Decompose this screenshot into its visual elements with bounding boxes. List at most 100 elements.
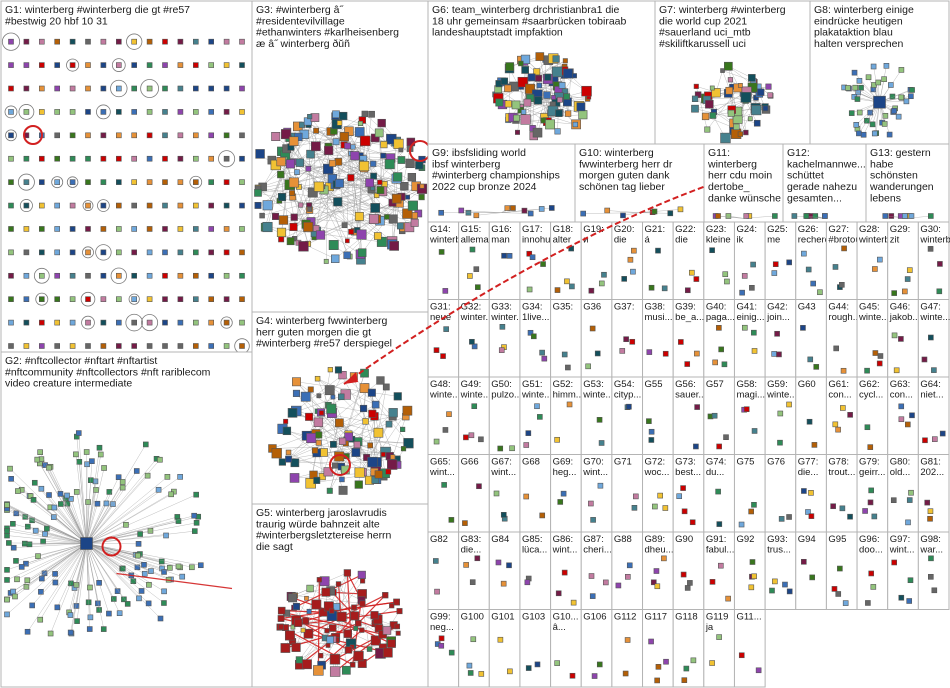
- network-node[interactable]: [744, 214, 749, 219]
- network-node[interactable]: [682, 509, 687, 514]
- network-node[interactable]: [400, 427, 405, 432]
- network-node[interactable]: [70, 63, 75, 68]
- network-node[interactable]: [363, 419, 369, 425]
- network-node[interactable]: [39, 344, 44, 349]
- network-node[interactable]: [53, 571, 58, 576]
- network-node[interactable]: [86, 297, 91, 302]
- network-node[interactable]: [749, 509, 754, 514]
- network-node[interactable]: [801, 559, 806, 564]
- network-node[interactable]: [925, 500, 930, 505]
- network-node[interactable]: [209, 226, 214, 231]
- network-node[interactable]: [898, 336, 903, 341]
- network-node[interactable]: [369, 214, 378, 223]
- network-node[interactable]: [209, 344, 214, 349]
- network-node[interactable]: [86, 86, 91, 91]
- network-node[interactable]: [724, 279, 729, 284]
- network-node[interactable]: [350, 662, 355, 667]
- network-node[interactable]: [193, 39, 198, 44]
- network-node[interactable]: [530, 255, 535, 260]
- network-node[interactable]: [101, 273, 106, 278]
- network-node[interactable]: [525, 580, 530, 585]
- network-node[interactable]: [833, 422, 838, 427]
- network-node[interactable]: [55, 86, 60, 91]
- network-node[interactable]: [655, 584, 660, 589]
- network-node[interactable]: [194, 492, 199, 497]
- network-node[interactable]: [132, 39, 137, 44]
- network-node[interactable]: [193, 226, 198, 231]
- network-node[interactable]: [307, 433, 316, 442]
- network-node[interactable]: [471, 637, 476, 642]
- network-node[interactable]: [81, 538, 93, 550]
- network-node[interactable]: [524, 99, 531, 106]
- network-node[interactable]: [382, 592, 388, 598]
- network-node[interactable]: [515, 130, 519, 134]
- network-node[interactable]: [354, 626, 358, 630]
- network-node[interactable]: [70, 344, 75, 349]
- network-node[interactable]: [681, 572, 686, 577]
- network-node[interactable]: [272, 132, 280, 140]
- network-node[interactable]: [70, 133, 75, 138]
- network-node[interactable]: [299, 203, 303, 207]
- network-node[interactable]: [712, 413, 717, 418]
- network-node[interactable]: [908, 94, 913, 99]
- network-node[interactable]: [441, 354, 446, 359]
- network-node[interactable]: [553, 56, 560, 63]
- network-node[interactable]: [505, 206, 510, 211]
- network-node[interactable]: [11, 589, 16, 594]
- network-node[interactable]: [382, 181, 387, 186]
- network-node[interactable]: [331, 395, 335, 399]
- network-node[interactable]: [86, 39, 91, 44]
- network-node[interactable]: [507, 253, 512, 258]
- network-node[interactable]: [360, 369, 368, 377]
- network-node[interactable]: [388, 640, 396, 648]
- network-node[interactable]: [870, 122, 875, 127]
- network-node[interactable]: [224, 63, 229, 68]
- network-node[interactable]: [579, 110, 587, 118]
- network-node[interactable]: [291, 214, 298, 221]
- network-node[interactable]: [178, 180, 183, 185]
- network-node[interactable]: [470, 580, 475, 585]
- network-node[interactable]: [787, 514, 792, 519]
- network-node[interactable]: [540, 350, 545, 355]
- network-node[interactable]: [224, 203, 229, 208]
- network-node[interactable]: [656, 664, 661, 669]
- network-node[interactable]: [161, 601, 166, 606]
- network-node[interactable]: [132, 109, 137, 114]
- network-node[interactable]: [25, 629, 30, 634]
- network-node[interactable]: [521, 115, 531, 125]
- network-node[interactable]: [339, 486, 347, 494]
- network-node[interactable]: [728, 110, 734, 116]
- network-node[interactable]: [95, 501, 100, 506]
- network-node[interactable]: [101, 63, 106, 68]
- network-node[interactable]: [555, 661, 560, 666]
- network-node[interactable]: [193, 63, 198, 68]
- network-node[interactable]: [263, 201, 272, 210]
- network-node[interactable]: [542, 356, 547, 361]
- network-node[interactable]: [342, 223, 347, 228]
- network-node[interactable]: [360, 405, 367, 412]
- network-node[interactable]: [344, 630, 352, 638]
- network-node[interactable]: [807, 419, 812, 424]
- network-node[interactable]: [24, 86, 29, 91]
- network-node[interactable]: [649, 437, 654, 442]
- network-node[interactable]: [101, 86, 106, 91]
- network-node[interactable]: [9, 63, 14, 68]
- network-node[interactable]: [178, 203, 183, 208]
- network-node[interactable]: [164, 533, 169, 538]
- network-node[interactable]: [859, 85, 864, 90]
- network-node[interactable]: [194, 520, 199, 525]
- network-node[interactable]: [125, 601, 130, 606]
- network-node[interactable]: [240, 297, 245, 302]
- network-node[interactable]: [9, 39, 14, 44]
- network-node[interactable]: [350, 612, 358, 620]
- network-node[interactable]: [691, 105, 698, 112]
- network-node[interactable]: [24, 63, 29, 68]
- network-node[interactable]: [565, 111, 571, 117]
- network-node[interactable]: [294, 619, 302, 627]
- network-node[interactable]: [162, 589, 167, 594]
- network-node[interactable]: [763, 106, 768, 111]
- network-node[interactable]: [157, 457, 162, 462]
- network-node[interactable]: [178, 109, 183, 114]
- network-node[interactable]: [662, 286, 667, 291]
- network-node[interactable]: [891, 498, 896, 503]
